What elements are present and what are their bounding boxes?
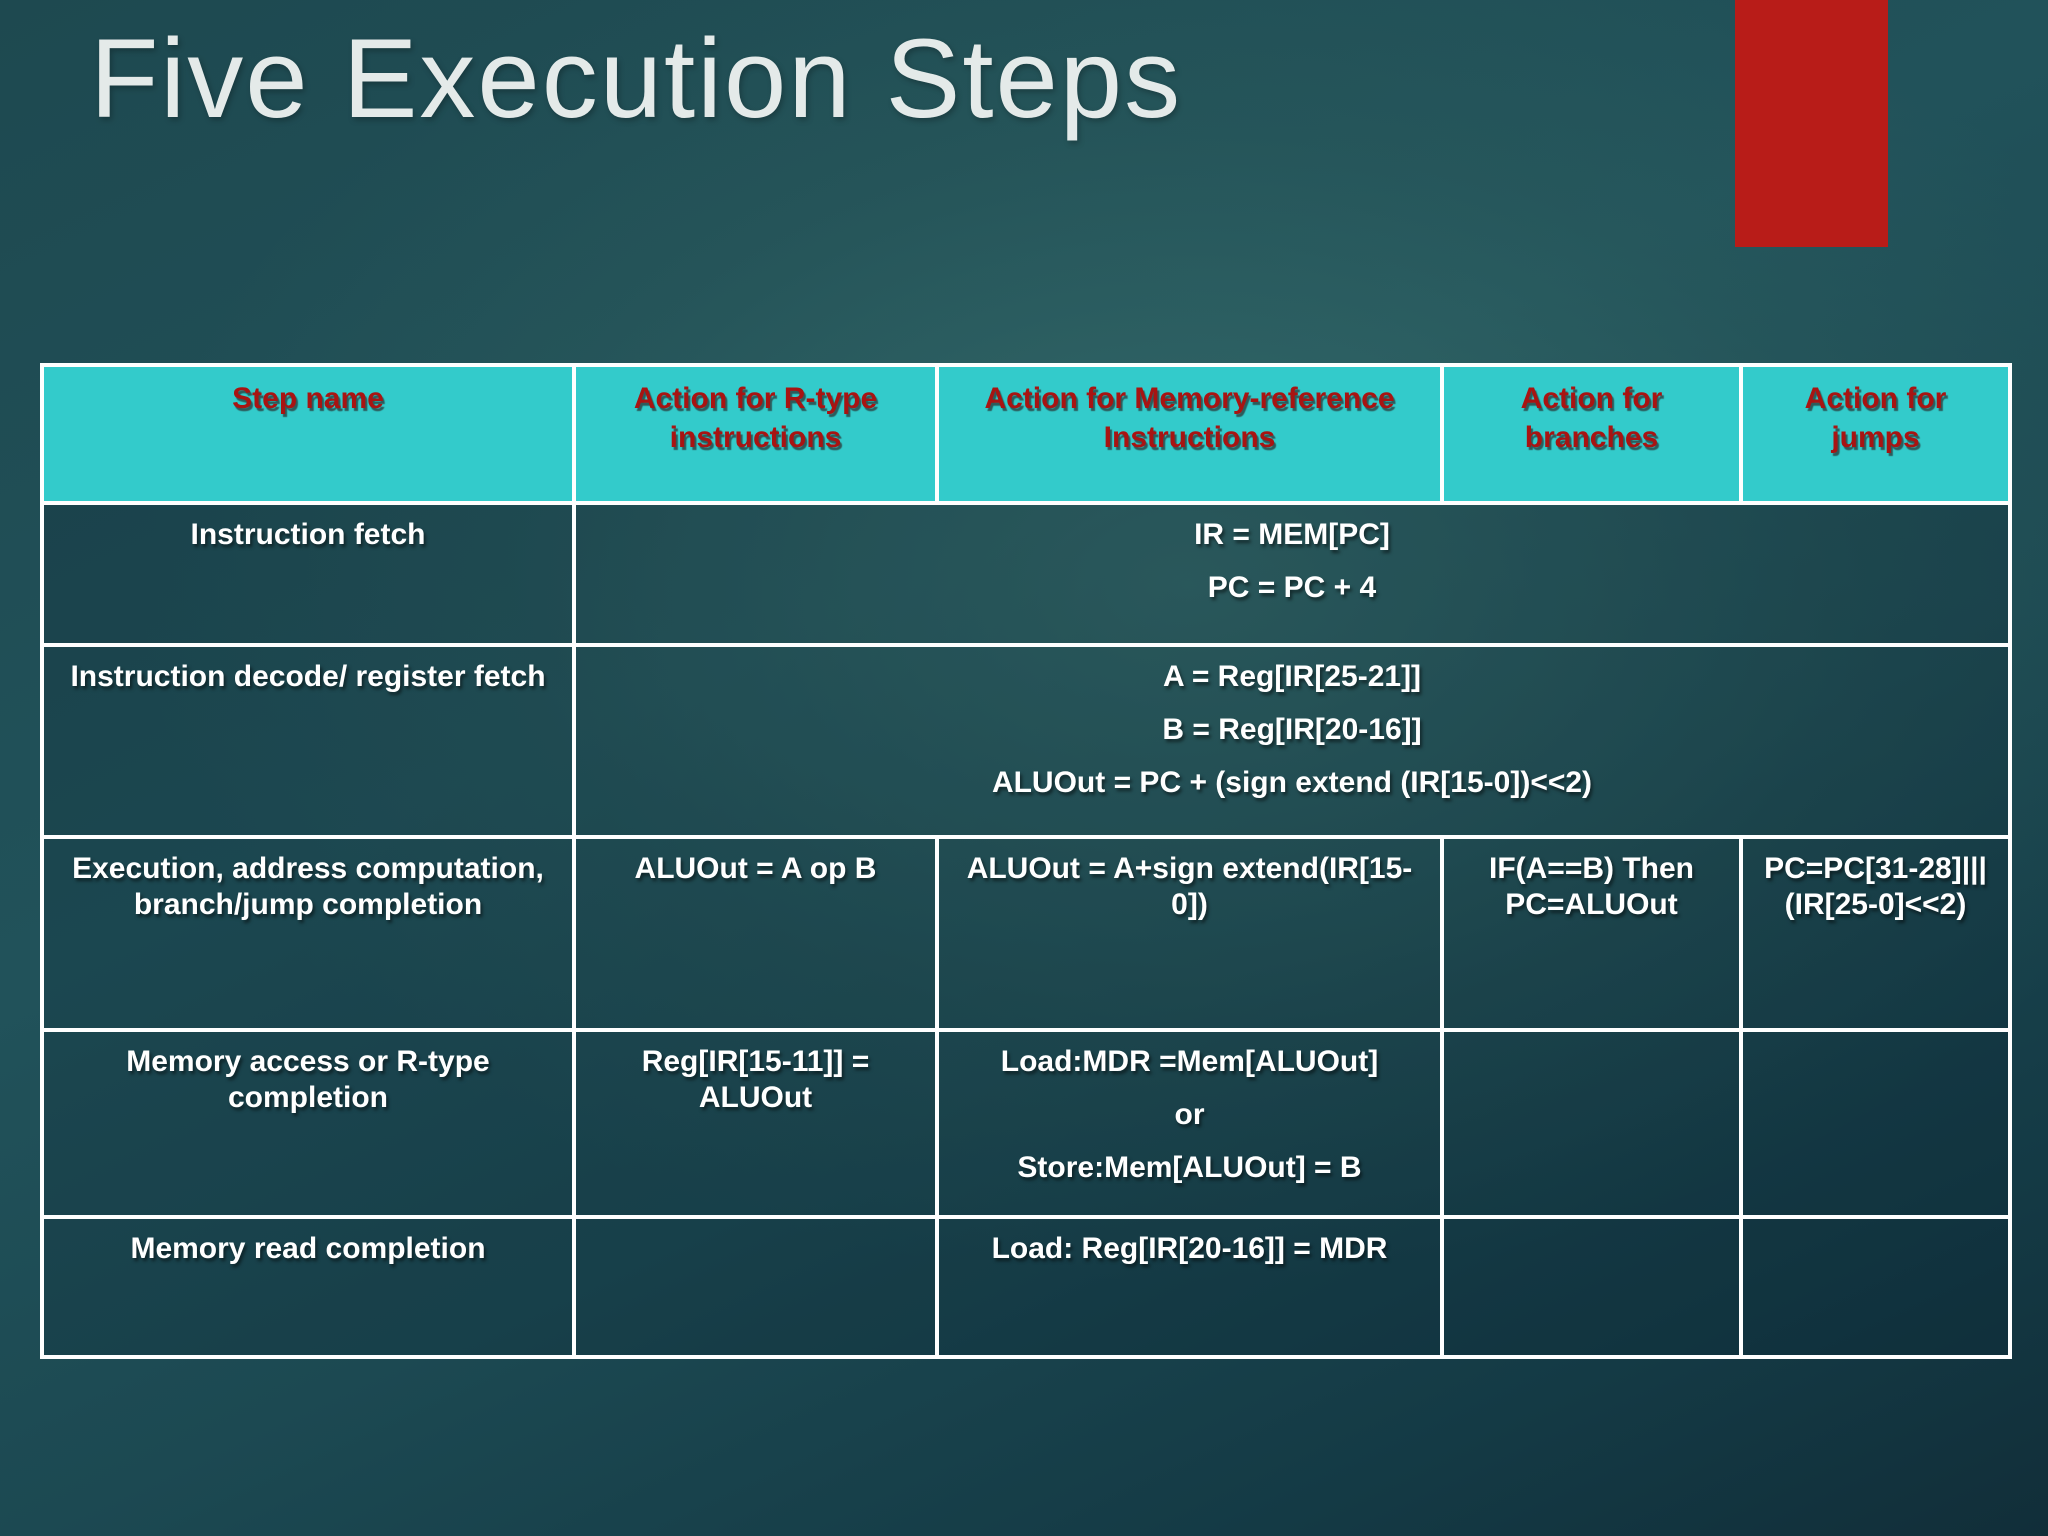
cell-line: PC=PC[31-28]|||(IR[25-0]<<2): [1764, 852, 1987, 921]
col-header-branches: Action for branches: [1440, 363, 1743, 505]
slide-title: Five Execution Steps: [90, 16, 1183, 141]
cell-line: PC = PC + 4: [1207, 571, 1377, 604]
col-header-rtype: Action for R-type instructions: [572, 363, 939, 505]
cell-line: IF(A==B) Then PC=ALUOut: [1488, 852, 1694, 921]
action-cell-branches: [1440, 1028, 1743, 1219]
action-cell-branches: [1440, 1215, 1743, 1359]
action-cell-jumps: PC=PC[31-28]|||(IR[25-0]<<2): [1739, 835, 2012, 1032]
merged-action-cell: IR = MEM[PC] PC = PC + 4: [572, 501, 2012, 647]
step-name-cell: Execution, address computation, branch/j…: [40, 835, 576, 1032]
merged-action-cell: A = Reg[IR[25-21]] B = Reg[IR[20-16]] ALUO…: [572, 643, 2012, 839]
action-cell-rtype: [572, 1215, 939, 1359]
col-header-jumps: Action for jumps: [1739, 363, 2012, 505]
action-cell-jumps: [1739, 1028, 2012, 1219]
cell-line: Load:MDR =Mem[ALUOut]: [1000, 1045, 1379, 1078]
action-cell-memory: ALUOut = A+sign extend(IR[15-0]): [935, 835, 1444, 1032]
cell-line: Execution, address computation, branch/j…: [72, 852, 544, 921]
action-cell-branches: IF(A==B) Then PC=ALUOut: [1440, 835, 1743, 1032]
cell-line: Load: Reg[IR[20-16]] = MDR: [991, 1232, 1388, 1265]
cell-line: or: [1174, 1098, 1205, 1131]
action-cell-memory: Load: Reg[IR[20-16]] = MDR: [935, 1215, 1444, 1359]
step-name-cell: Memory access or R-type completion: [40, 1028, 576, 1219]
cell-line: B = Reg[IR[20-16]]: [1162, 713, 1422, 746]
action-cell-rtype: ALUOut = A op B: [572, 835, 939, 1032]
table-row: Memory read completion Load: Reg[IR[20-16…: [40, 1215, 2012, 1359]
cell-line: ALUOut = A op B: [634, 852, 877, 885]
cell-line: ALUOut = PC + (sign extend (IR[15-0])<<2…: [991, 766, 1593, 799]
table-row: Memory access or R-type completion Reg[IR…: [40, 1028, 2012, 1219]
cell-line: Reg[IR[15-11]] = ALUOut: [641, 1045, 870, 1114]
cell-line: A = Reg[IR[25-21]]: [1162, 660, 1422, 693]
cell-line: IR = MEM[PC]: [1194, 518, 1390, 551]
accent-bar: [1735, 0, 1888, 247]
table-row: Execution, address computation, branch/j…: [40, 835, 2012, 1032]
cell-line: ALUOut = A+sign extend(IR[15-0]): [966, 852, 1413, 921]
cell-line: Memory access or R-type completion: [126, 1045, 490, 1114]
table-row: Instruction fetch IR = MEM[PC] PC = PC + 4: [40, 501, 2012, 647]
col-header-memory: Action for Memory-reference Instructions: [935, 363, 1444, 505]
step-name-cell: Instruction decode/ register fetch: [40, 643, 576, 839]
cell-line: Instruction decode/ register fetch: [70, 660, 546, 693]
step-name-cell: Instruction fetch: [40, 501, 576, 647]
cell-line: Memory read completion: [130, 1232, 486, 1265]
step-name-cell: Memory read completion: [40, 1215, 576, 1359]
col-header-step-name: Step name: [40, 363, 576, 505]
action-cell-rtype: Reg[IR[15-11]] = ALUOut: [572, 1028, 939, 1219]
cell-line: Instruction fetch: [190, 518, 426, 551]
cell-line: Store:Mem[ALUOut] = B: [1017, 1151, 1362, 1184]
action-cell-jumps: [1739, 1215, 2012, 1359]
table-body: Instruction fetch IR = MEM[PC] PC = PC + 4…: [40, 501, 2012, 1359]
table-row: Instruction decode/ register fetch A = Re…: [40, 643, 2012, 839]
